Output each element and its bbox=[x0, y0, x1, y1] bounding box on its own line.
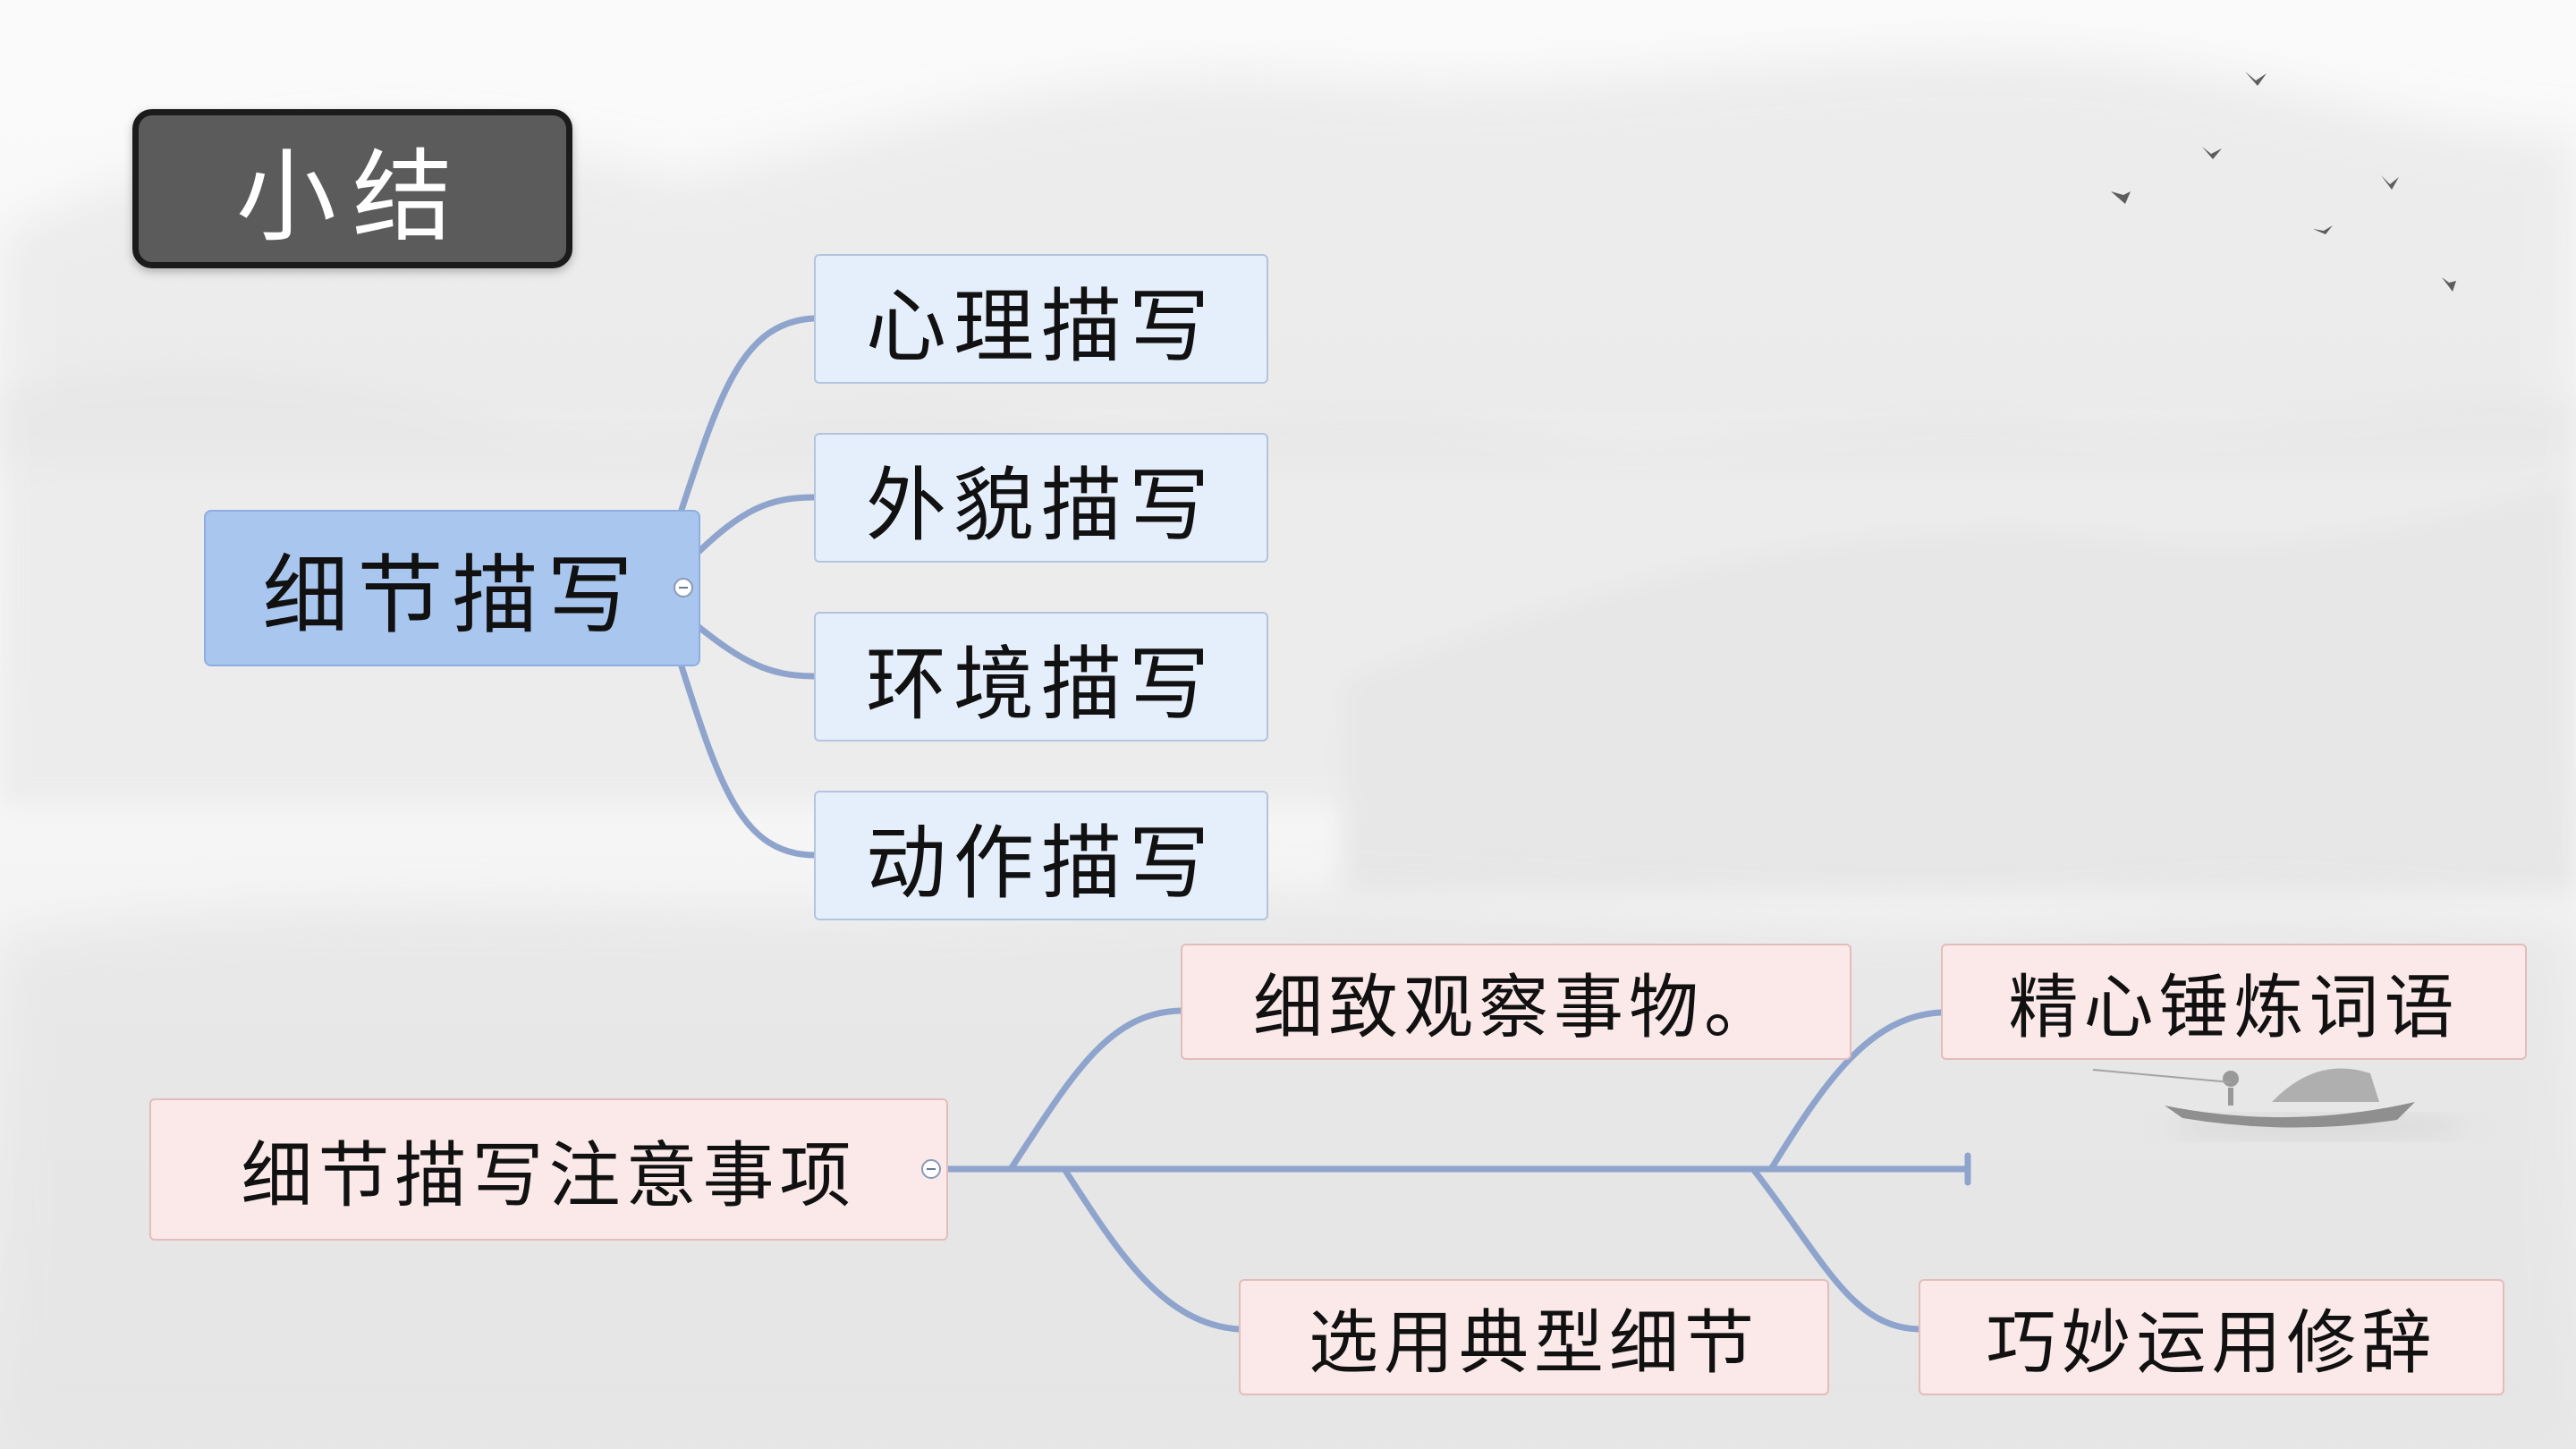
branch-typical-details[interactable]: 选用典型细节 bbox=[1239, 1279, 1829, 1395]
branch-observe-carefully[interactable]: 细致观察事物。 bbox=[1181, 944, 1852, 1060]
connector-bottom-branch-3 bbox=[1767, 1009, 1945, 1173]
branch-rhetoric[interactable]: 巧妙运用修辞 bbox=[1919, 1279, 2504, 1395]
branch-refine-words[interactable]: 精心锤炼词语 bbox=[1941, 944, 2527, 1060]
collapse-toggle-icon[interactable] bbox=[921, 1159, 941, 1179]
distant-mountains bbox=[0, 52, 2576, 465]
connector-top-2 bbox=[694, 494, 818, 556]
mindmap-root-notes[interactable]: 细节描写注意事项 bbox=[149, 1098, 948, 1241]
connector-bottom-branch-1 bbox=[1007, 1007, 1184, 1173]
mindmap-root-detail-description[interactable]: 细节描写 bbox=[204, 510, 700, 666]
connector-top-3 bbox=[694, 623, 818, 680]
connector-bottom-branch-2 bbox=[1061, 1165, 1242, 1333]
connector-bottom-branch-4 bbox=[1750, 1165, 1922, 1333]
mindmap-node-psychological[interactable]: 心理描写 bbox=[814, 254, 1268, 384]
connector-top-4 bbox=[678, 663, 818, 859]
connector-top-1 bbox=[678, 315, 818, 513]
mid-mountains bbox=[0, 366, 2576, 894]
fishing-boat-icon bbox=[2092, 1068, 2469, 1140]
page-title: 小结 bbox=[132, 109, 572, 268]
mindmap-node-environment[interactable]: 环境描写 bbox=[814, 612, 1268, 741]
collapse-toggle-icon[interactable] bbox=[674, 578, 693, 597]
mindmap-node-action[interactable]: 动作描写 bbox=[814, 791, 1268, 920]
birds-icon bbox=[2111, 72, 2456, 292]
mindmap-node-appearance[interactable]: 外貌描写 bbox=[814, 433, 1268, 563]
